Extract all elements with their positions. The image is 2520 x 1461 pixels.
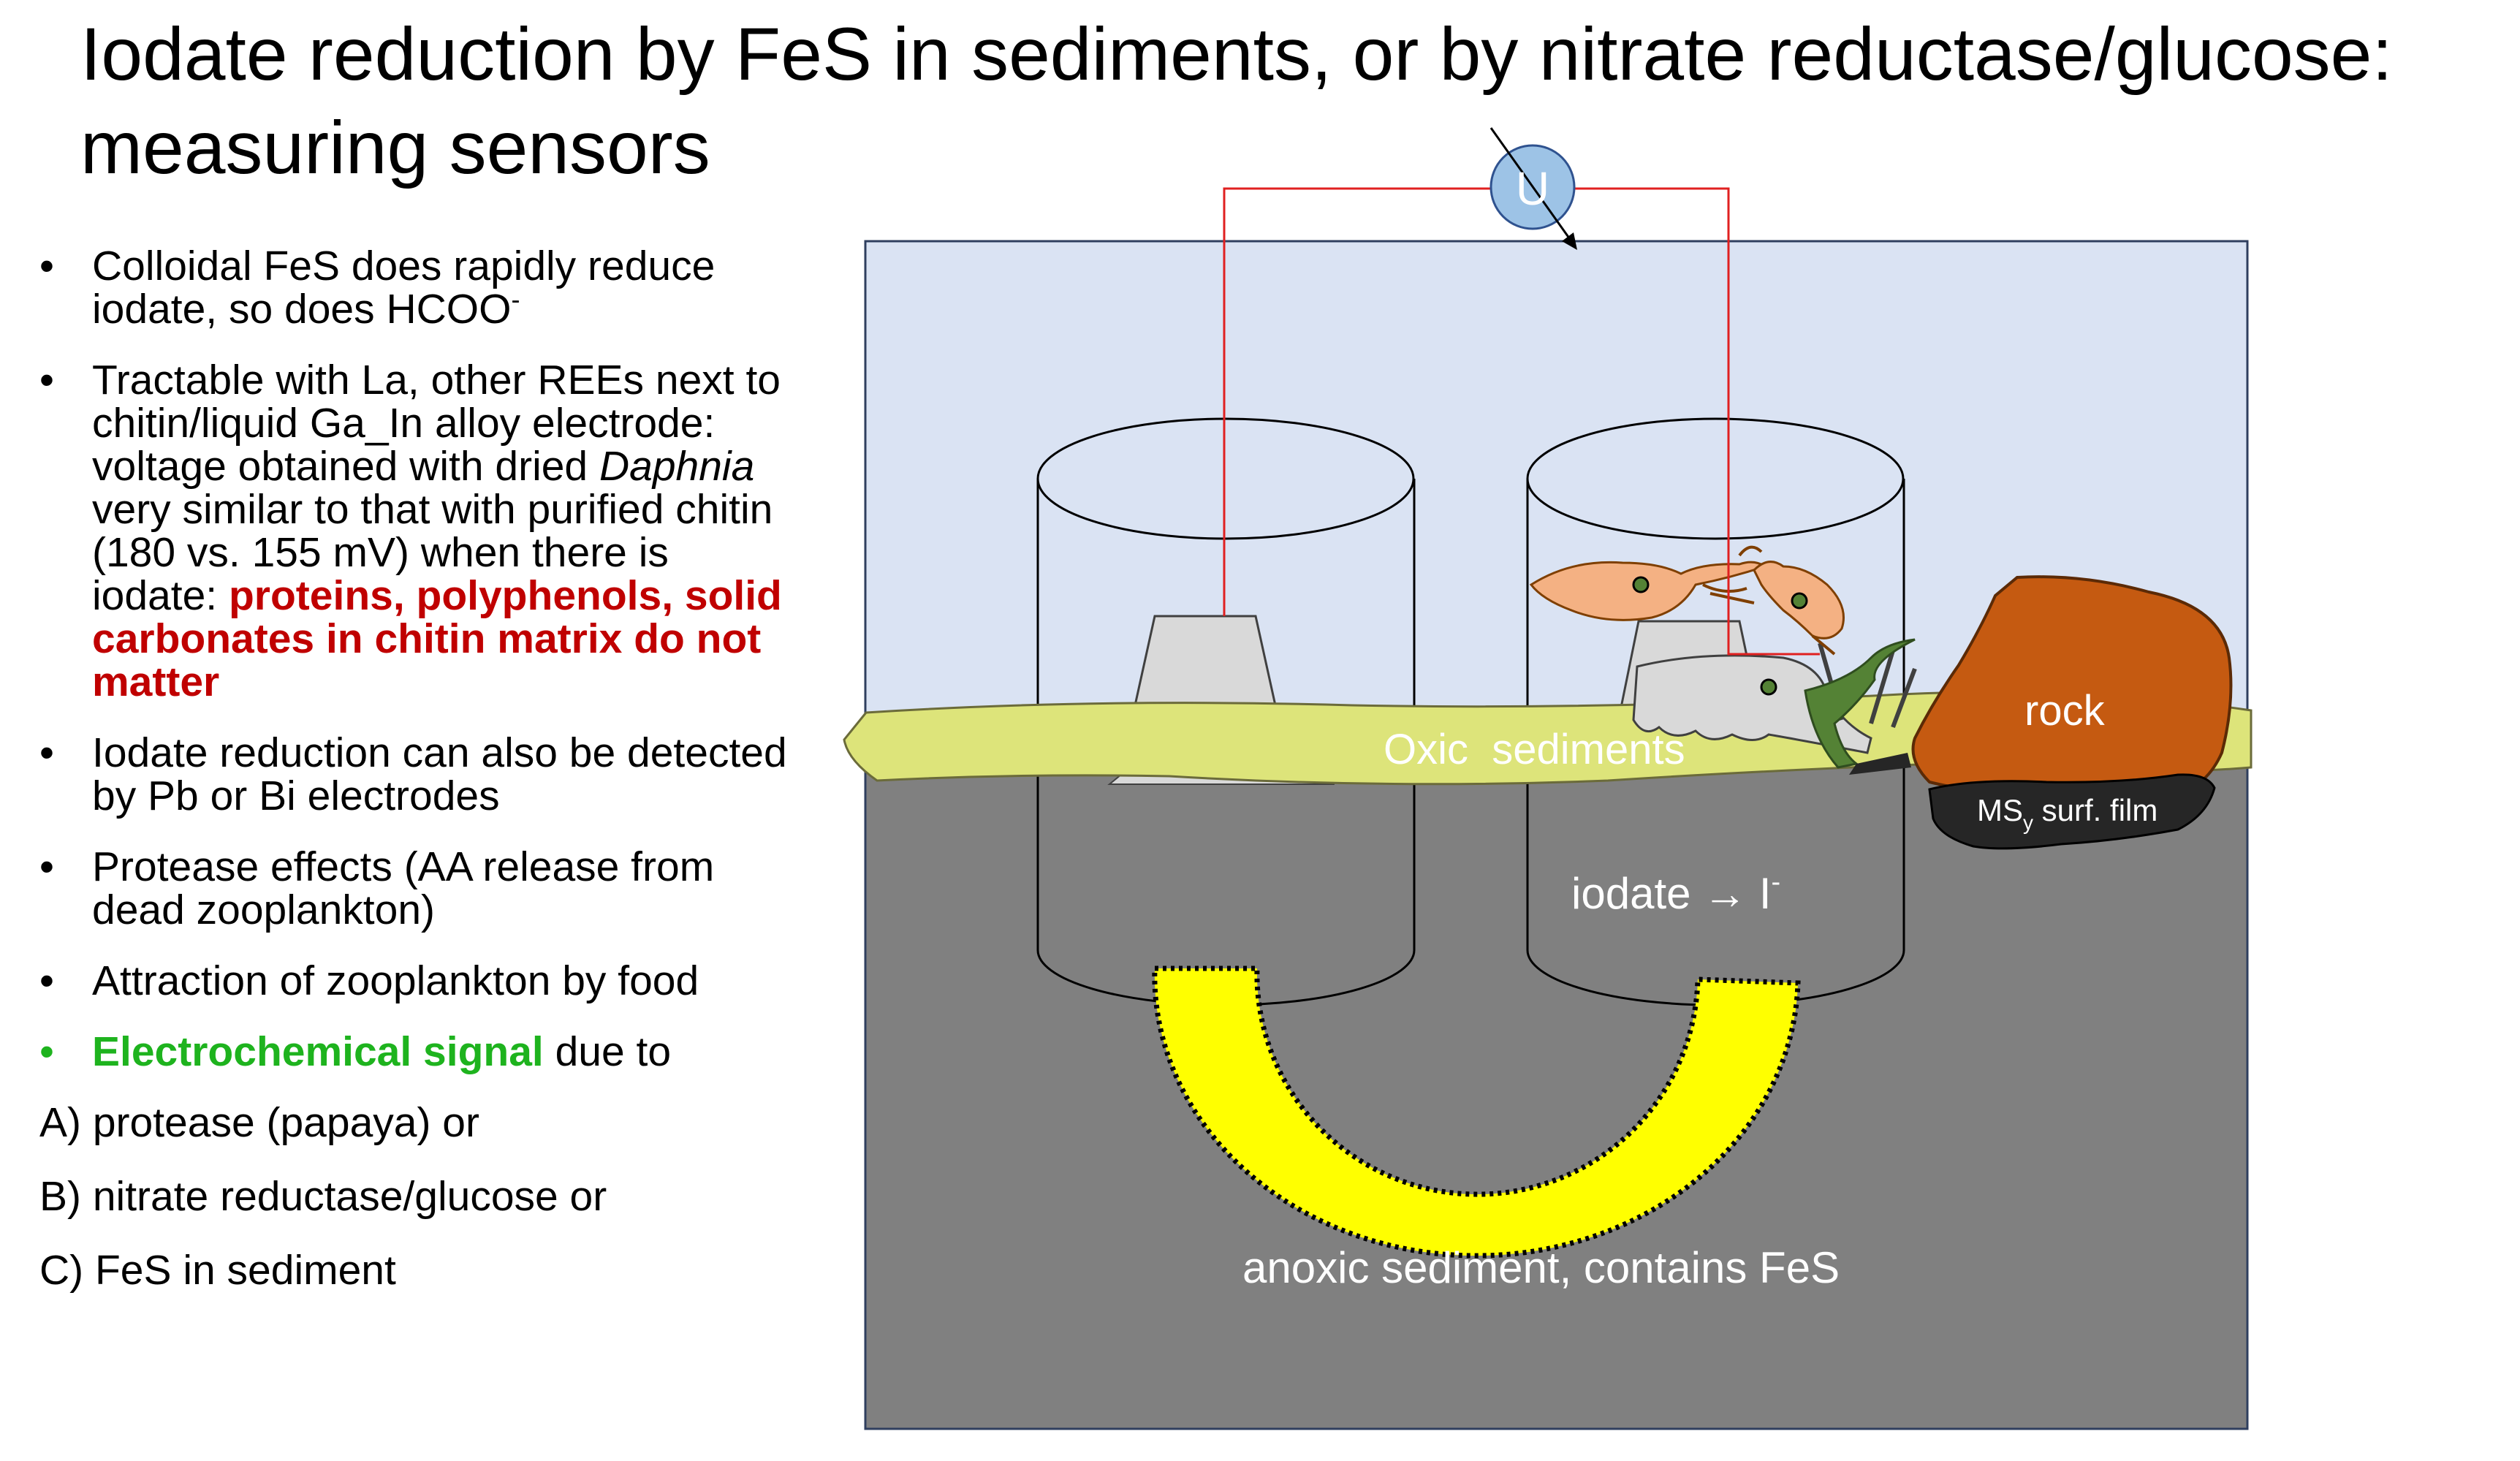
wire-right — [1575, 187, 1820, 656]
voltmeter-label: U — [1516, 162, 1549, 215]
iodate-label: iodate → I- — [1571, 867, 1780, 918]
title-line-1: Iodate reduction by FeS in sediments, or… — [80, 12, 2393, 96]
option-a: A) protease (papaya) or — [39, 1099, 479, 1146]
slide-title: Iodate reduction by FeS in sediments, or… — [80, 7, 2514, 194]
anoxic-sediment — [865, 760, 2247, 1429]
bullet-tractable: Tractable with La, other REEs next to ch… — [38, 359, 791, 704]
crab-right — [1738, 545, 1845, 656]
bullet-fes: Colloidal FeS does rapidly reduce iodate… — [38, 245, 791, 331]
salt-bridge — [1152, 965, 1801, 1259]
film-label: MSy surf. film — [1977, 793, 2157, 834]
crab-left — [1529, 561, 1768, 621]
anoxic-label: anoxic sediment, contains FeS — [1242, 1243, 1840, 1292]
cylinder-left-top — [1036, 417, 1415, 540]
option-c: C) FeS in sediment — [39, 1247, 396, 1294]
zooplankton-eye-icon — [1760, 678, 1777, 696]
bullet-electrochemical: Electrochemical signal due to — [38, 1031, 791, 1074]
surface-film — [1928, 773, 2216, 850]
bullet-attraction: Attraction of zooplankton by food — [38, 960, 791, 1003]
rock-label: rock — [2024, 687, 2106, 735]
title-line-2: measuring sensors — [80, 106, 710, 189]
voltmeter: U — [1489, 127, 1577, 250]
bullet-pb-bi: Iodate reduction can also be detected by… — [38, 732, 791, 818]
cylinder-right-top — [1526, 417, 1905, 540]
zooplankton-cluster — [1632, 638, 1917, 775]
wire-left — [1223, 187, 1491, 616]
bullet-list: Colloidal FeS does rapidly reduce iodate… — [38, 245, 791, 1323]
zooplankton-green-limb — [1804, 638, 1916, 769]
oxic-label: Oxic sediments — [1384, 726, 1685, 773]
option-b: B) nitrate reductase/glucose or — [39, 1173, 607, 1220]
bullet-protease: Protease effects (AA release from dead z… — [38, 846, 791, 932]
